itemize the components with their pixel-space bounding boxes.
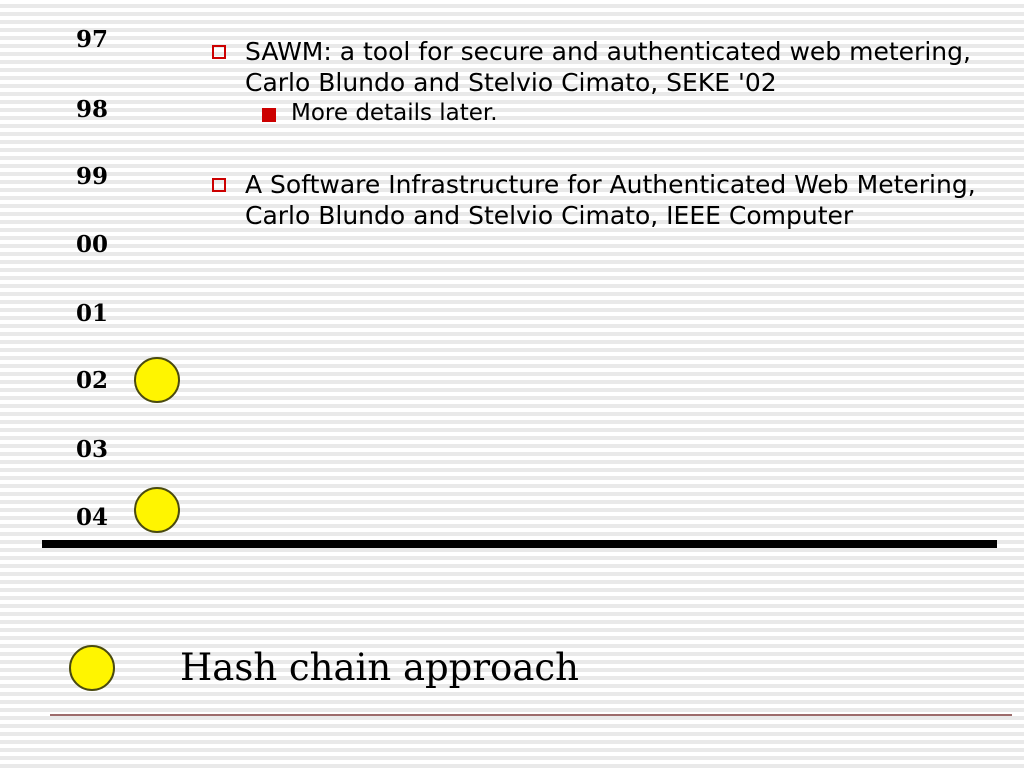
year-label-04: 04 — [76, 504, 109, 531]
year-label-02: 02 — [76, 367, 109, 394]
timeline-marker-circle-02 — [134, 357, 180, 403]
list-item-text: More details later. — [291, 100, 498, 126]
hollow-red-square-icon — [212, 178, 226, 192]
year-label-99: 99 — [76, 163, 109, 190]
bullet-list: SAWM: a tool for secure and authenticate… — [205, 36, 995, 231]
section-divider-thin — [50, 714, 1012, 716]
year-label-00: 00 — [76, 231, 109, 258]
yellow-circle-icon — [69, 645, 115, 691]
bullet-gap-spacer — [205, 129, 995, 169]
timeline-marker-circle-04 — [134, 487, 180, 533]
footer-heading-group: Hash chain approach — [69, 645, 579, 691]
list-item-text: A Software Infrastructure for Authentica… — [245, 170, 976, 230]
year-label-97: 97 — [76, 26, 109, 53]
list-item: SAWM: a tool for secure and authenticate… — [205, 36, 995, 98]
year-label-98: 98 — [76, 96, 109, 123]
list-item: More details later. — [205, 98, 995, 129]
page-title: Hash chain approach — [180, 646, 579, 689]
list-item-text: SAWM: a tool for secure and authenticate… — [245, 37, 971, 97]
hollow-red-square-icon — [212, 45, 226, 59]
list-item: A Software Infrastructure for Authentica… — [205, 169, 995, 231]
year-label-01: 01 — [76, 300, 109, 327]
timeline-year-column: 97 98 99 00 01 02 03 04 — [0, 0, 180, 560]
filled-red-square-icon — [262, 108, 276, 122]
year-label-03: 03 — [76, 436, 109, 463]
section-divider-thick — [42, 540, 997, 548]
